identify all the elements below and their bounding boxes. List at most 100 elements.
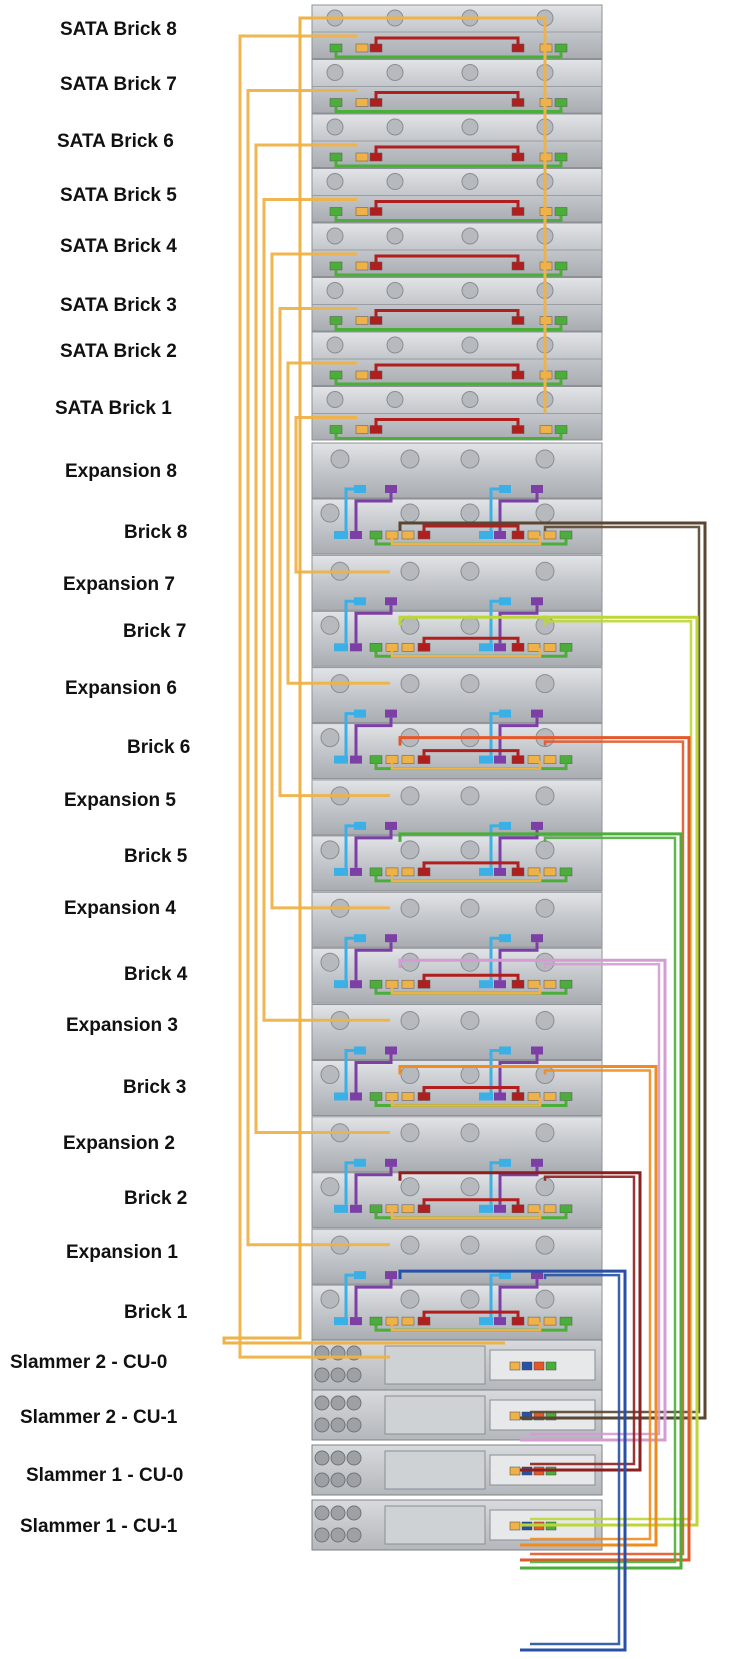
brick-fc-port — [418, 643, 430, 651]
port-fc3 — [555, 44, 567, 52]
port-fc2 — [356, 44, 368, 52]
port-fc3 — [370, 371, 382, 379]
port-fc3 — [370, 426, 382, 434]
port-fc3 — [370, 317, 382, 325]
brick-fc-port — [544, 1205, 556, 1213]
slammer-port — [510, 1412, 520, 1420]
port-fc1 — [512, 426, 524, 434]
port-fc0 — [330, 317, 342, 325]
brick-fc-port — [560, 531, 572, 539]
brick-fc-port — [418, 756, 430, 764]
slammer-port — [534, 1362, 544, 1370]
brick-fc-port — [418, 1093, 430, 1101]
port-fc0 — [330, 426, 342, 434]
port-fc3 — [555, 99, 567, 107]
brick-fc-port — [544, 980, 556, 988]
port-fc1 — [512, 153, 524, 161]
port-fc0 — [330, 208, 342, 216]
brick-fc-port — [560, 643, 572, 651]
brick-fc-port — [370, 643, 382, 651]
brick-fc-port — [512, 643, 524, 651]
brick-fc-port — [370, 868, 382, 876]
brick-fc-port — [560, 1093, 572, 1101]
port-fc3 — [370, 208, 382, 216]
brick-fc-port — [402, 531, 414, 539]
port-fc2 — [356, 99, 368, 107]
brick-fc-port — [418, 531, 430, 539]
port-fc1 — [512, 208, 524, 216]
port-fc3 — [555, 371, 567, 379]
port-fc2 — [356, 153, 368, 161]
brick-fc-port — [560, 868, 572, 876]
port-fc3 — [370, 153, 382, 161]
port-fc3 — [555, 153, 567, 161]
port-fc1 — [512, 317, 524, 325]
brick-fc-port — [418, 868, 430, 876]
brick-fc-port — [402, 1317, 414, 1325]
brick-fc-port — [528, 1093, 540, 1101]
brick-fc-port — [544, 1317, 556, 1325]
brick-fc-port — [402, 1093, 414, 1101]
brick-fc-port — [370, 1093, 382, 1101]
brick-fc-port — [528, 868, 540, 876]
port-fc2 — [356, 208, 368, 216]
brick-fc-port — [528, 1205, 540, 1213]
brick-fc-port — [418, 1205, 430, 1213]
brick-fc-port — [370, 1205, 382, 1213]
brick-fc-port — [402, 980, 414, 988]
port-fc2 — [540, 426, 552, 434]
brick-fc-port — [544, 756, 556, 764]
brick-fc-port — [512, 1317, 524, 1325]
port-fc1 — [512, 44, 524, 52]
brick-fc-port — [370, 531, 382, 539]
port-fc1 — [512, 371, 524, 379]
slammer-port — [522, 1362, 532, 1370]
port-fc3 — [370, 44, 382, 52]
slammer-port — [510, 1362, 520, 1370]
brick-fc-port — [370, 756, 382, 764]
brick-fc-port — [560, 1317, 572, 1325]
port-fc3 — [370, 99, 382, 107]
port-fc3 — [555, 262, 567, 270]
port-fc3 — [555, 208, 567, 216]
brick-fc-port — [528, 980, 540, 988]
port-fc3 — [555, 317, 567, 325]
brick-fc-port — [402, 756, 414, 764]
brick-fc-port — [370, 1317, 382, 1325]
brick-fc-port — [512, 1205, 524, 1213]
brick-fc-port — [528, 756, 540, 764]
brick-fc-port — [512, 756, 524, 764]
brick-fc-port — [418, 980, 430, 988]
brick-fc-port — [402, 868, 414, 876]
port-fc1 — [512, 99, 524, 107]
brick-fc-port — [528, 643, 540, 651]
port-fc3 — [555, 426, 567, 434]
port-fc0 — [330, 99, 342, 107]
slammer-port — [510, 1522, 520, 1530]
brick-fc-port — [544, 1093, 556, 1101]
brick-fc-port — [528, 531, 540, 539]
brick-fc-port — [544, 531, 556, 539]
brick-fc-port — [544, 643, 556, 651]
port-fc2 — [356, 426, 368, 434]
brick-fc-port — [418, 1317, 430, 1325]
port-fc0 — [330, 371, 342, 379]
port-fc2 — [356, 317, 368, 325]
port-fc1 — [512, 262, 524, 270]
port-fc2 — [356, 371, 368, 379]
brick-fc-port — [560, 980, 572, 988]
brick-fc-port — [544, 868, 556, 876]
port-fc0 — [330, 262, 342, 270]
port-fc0 — [330, 153, 342, 161]
brick-fc-port — [402, 1205, 414, 1213]
slammer-port — [510, 1467, 520, 1475]
port-fc3 — [370, 262, 382, 270]
brick-fc-port — [512, 868, 524, 876]
slammer-port — [546, 1362, 556, 1370]
brick-fc-port — [560, 756, 572, 764]
slammer-chassis — [312, 1340, 602, 1390]
brick-fc-port — [402, 643, 414, 651]
brick-fc-port — [370, 980, 382, 988]
